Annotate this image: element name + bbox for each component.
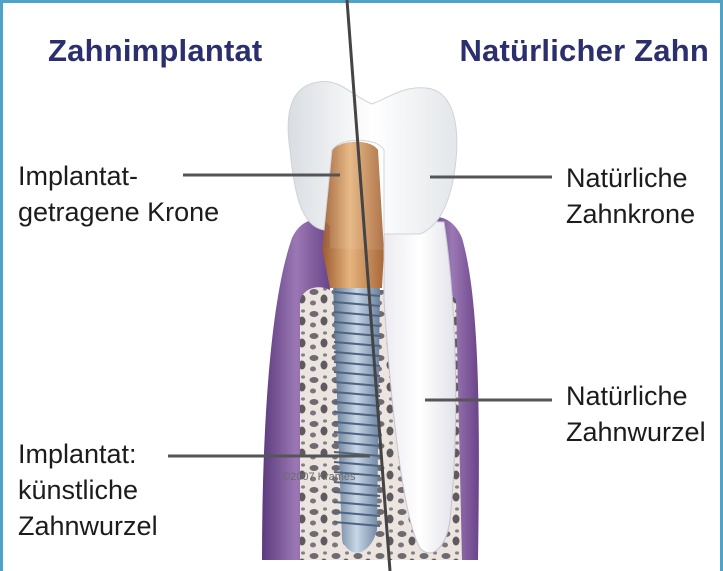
label-natural-crown-line2: Zahnkrone	[566, 196, 695, 232]
label-natural-root-line2: Zahnwurzel	[566, 414, 706, 450]
label-natural-crown-line1: Natürliche	[566, 160, 695, 196]
watermark: ©2007 Krames	[282, 471, 356, 483]
label-implant-crown-line1: Implantat-	[18, 158, 219, 194]
implant-abutment	[322, 248, 384, 288]
label-implant-root-line1: Implantat:	[18, 436, 158, 472]
heading-natural-tooth: Natürlicher Zahn	[459, 33, 709, 69]
heading-implant: Zahnimplantat	[48, 33, 262, 69]
label-implant-root: Implantat: künstliche Zahnwurzel	[18, 436, 158, 544]
label-natural-root: Natürliche Zahnwurzel	[566, 378, 706, 450]
label-implant-root-line3: Zahnwurzel	[18, 508, 158, 544]
label-implant-root-line2: künstliche	[18, 472, 158, 508]
label-natural-root-line1: Natürliche	[566, 378, 706, 414]
label-implant-crown: Implantat- getragene Krone	[18, 158, 219, 230]
label-implant-crown-line2: getragene Krone	[18, 194, 219, 230]
label-natural-crown: Natürliche Zahnkrone	[566, 160, 695, 232]
